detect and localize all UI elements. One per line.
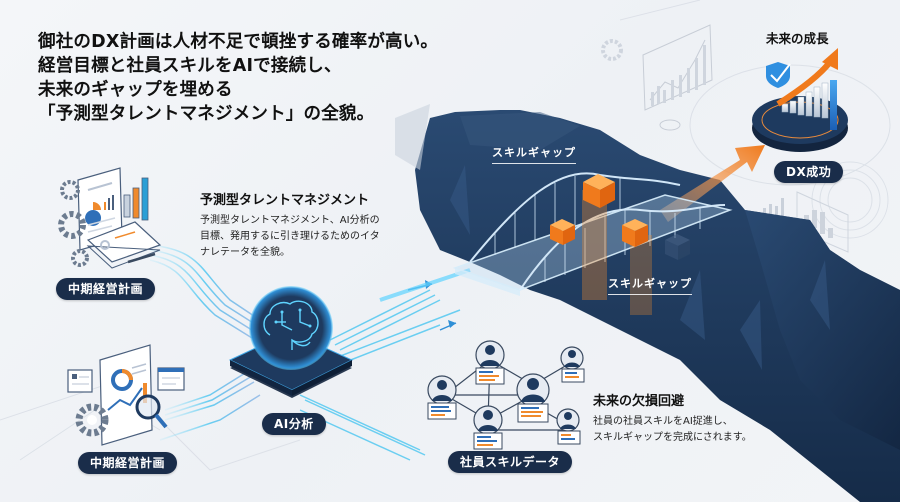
predictive-talent-body-line: ナレテータを全貌。 [200, 247, 290, 258]
bridge [452, 172, 733, 296]
headline-line-3: 未来のギャップを埋める [38, 80, 233, 100]
skill-gap-cube-right [622, 219, 648, 247]
dx-success-platform [752, 48, 848, 152]
future-avoidance-body: 社員の社員スキルをAI捉進し、 スキルギャップを完成にされます。 [593, 414, 752, 446]
future-avoidance-title: 未来の欠損回避 [593, 394, 685, 409]
report-gears-chart-illustration [58, 167, 162, 269]
employee-avatars [427, 340, 585, 450]
employee-network-illustration [444, 359, 573, 431]
ai-analysis-label: AI分析 [262, 413, 326, 435]
predictive-talent-body-line: 目標、発用するに引き理けるためのイタ [200, 231, 380, 242]
report-magnifier-illustration [67, 344, 185, 446]
skill-gap-cube-small [550, 219, 575, 245]
orange-growth-arrow [660, 145, 765, 222]
ai-brain-platform [228, 286, 354, 398]
skill-gap-label-bottom: スキルギャップ [608, 275, 692, 295]
dx-success-label: DX成功 [774, 161, 844, 183]
mid-term-plan-label-bottom: 中期経営計画 [78, 452, 178, 474]
employee-skill-data-label: 社員スキルデータ [448, 451, 573, 473]
headline-line-4: 「予測型タレントマネジメント」の全貌。 [38, 104, 375, 124]
headline: 御社のDX計画は人材不足で頓挫する確率が高い。 経営目標と社員スキルをAIで接続… [38, 30, 438, 126]
headline-line-1: 御社のDX計画は人材不足で頓挫する確率が高い。 [38, 32, 439, 52]
future-avoidance-body-line: 社員の社員スキルをAI捉進し、 [593, 416, 733, 427]
future-avoidance-body-line: スキルギャップを完成にされます。 [593, 432, 752, 443]
future-growth-title: 未来の成長 [766, 31, 829, 46]
predictive-talent-title: 予測型タレントマネジメント [200, 193, 370, 208]
predictive-talent-block: 予測型タレントマネジメント 予測型タレントマネジメント、AI分析の 目標、発用す… [200, 189, 380, 261]
predictive-talent-body: 予測型タレントマネジメント、AI分析の 目標、発用するに引き理けるためのイタ ナ… [200, 213, 380, 261]
future-avoidance-block: 未来の欠損回避 社員の社員スキルをAI捉進し、 スキルギャップを完成にされます。 [593, 390, 752, 446]
mid-term-plan-label-top: 中期経営計画 [56, 278, 156, 300]
skill-gap-label-top: スキルギャップ [492, 144, 576, 164]
headline-line-2: 経営目標と社員スキルをAIで接続し、 [38, 56, 342, 76]
skill-gap-cube-large [583, 174, 615, 208]
cliff-shape [415, 110, 900, 502]
predictive-talent-body-line: 予測型タレントマネジメント、AI分析の [200, 215, 380, 226]
